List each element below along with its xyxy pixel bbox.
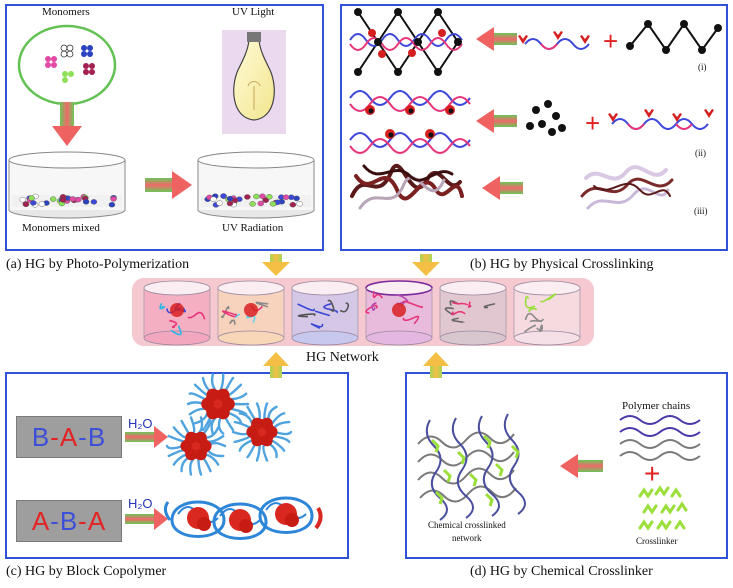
dish-uv-radiation: [197, 151, 315, 219]
row-label-ii: (ii): [695, 148, 706, 158]
bab-b1: B: [31, 422, 51, 452]
uv-radiation-label: UV Radiation: [222, 222, 284, 234]
caption-b: (b) HG by Physical Crosslinking: [470, 257, 654, 272]
aba-d2: -: [78, 506, 88, 536]
dish-beads-2: [204, 193, 303, 208]
polymer-with-receptors-ii: [608, 109, 714, 130]
physical-row-i-result: [349, 8, 463, 76]
uv-lamp: [222, 30, 286, 134]
hg-arrow-from-c: [263, 352, 289, 378]
polymer-chains: [619, 415, 701, 461]
crosslinker-label: Crosslinker: [636, 536, 678, 546]
aba-a1: A: [31, 506, 51, 536]
uv-light-label: UV Light: [232, 6, 275, 18]
bab-d1: -: [50, 422, 60, 452]
caption-a: (a) HG by Photo-Polymerization: [6, 257, 190, 272]
caption-d: (d) HG by Chemical Crosslinker: [470, 564, 653, 579]
panel-c-border: [5, 372, 349, 559]
bab-b2: B: [87, 422, 107, 452]
physical-row-iii-result: [350, 163, 464, 210]
chemical-network: [417, 413, 526, 521]
monomer-cluster: [17, 24, 117, 106]
panel-b-border: [340, 4, 728, 251]
polymer-chains-label: Polymer chains: [622, 400, 691, 412]
arrow-down-mix: [52, 102, 82, 146]
aba-flower-micelles: [163, 496, 323, 540]
dish-beads-1: [19, 193, 117, 208]
hg-cylinders: [143, 280, 581, 346]
arrow-row-ii: [476, 109, 517, 133]
network-label-2: network: [452, 533, 482, 543]
plus-sign-d: +: [644, 458, 661, 489]
block-copolymer-bab: B-A-B: [16, 416, 122, 458]
bab-a: A: [59, 422, 79, 452]
polymer-with-receptors-i: [518, 31, 590, 50]
hg-arrow-from-d: [423, 352, 449, 378]
entangled-chains-iii: [580, 165, 674, 210]
hg-arrow-from-b: [412, 254, 440, 276]
arrow-row-i: [476, 27, 517, 51]
network-label-1: Chemical crosslinked: [428, 520, 506, 530]
aba-b: B: [59, 506, 79, 536]
bab-micelle-network: [165, 373, 293, 476]
aba-a2: A: [87, 506, 107, 536]
arrow-aba: [125, 508, 168, 530]
black-chain-i: [626, 20, 722, 54]
aba-d1: -: [50, 506, 60, 536]
block-copolymer-aba: A-B-A: [16, 500, 122, 542]
plus-sign-ii: +: [585, 108, 600, 138]
bab-d2: -: [78, 422, 88, 452]
arrow-to-uv-dish: [145, 171, 192, 199]
physical-row-ii-result: [349, 90, 471, 154]
crosslinker-molecules: [638, 485, 688, 531]
black-particles-ii: [526, 100, 566, 136]
arrow-row-iii: [482, 176, 523, 200]
row-label-i: (i): [698, 62, 707, 72]
hg-arrow-from-a: [262, 254, 290, 276]
arrow-to-chemical-network: [560, 454, 603, 478]
caption-c: (c) HG by Block Copolymer: [6, 564, 167, 579]
monomers-mixed-label: Monomers mixed: [22, 222, 100, 234]
row-label-iii: (iii): [694, 206, 708, 216]
dish-monomers-mixed: [8, 151, 126, 219]
arrow-bab: [125, 426, 168, 448]
panel-d-border: [405, 372, 728, 559]
panel-a-border: [5, 4, 324, 251]
h2o-bottom-label: H₂O: [128, 496, 153, 511]
h2o-top-label: H₂O: [128, 416, 153, 431]
plus-sign-i: +: [603, 26, 618, 56]
hg-network-label: HG Network: [306, 350, 379, 365]
monomers-label: Monomers: [42, 6, 90, 18]
